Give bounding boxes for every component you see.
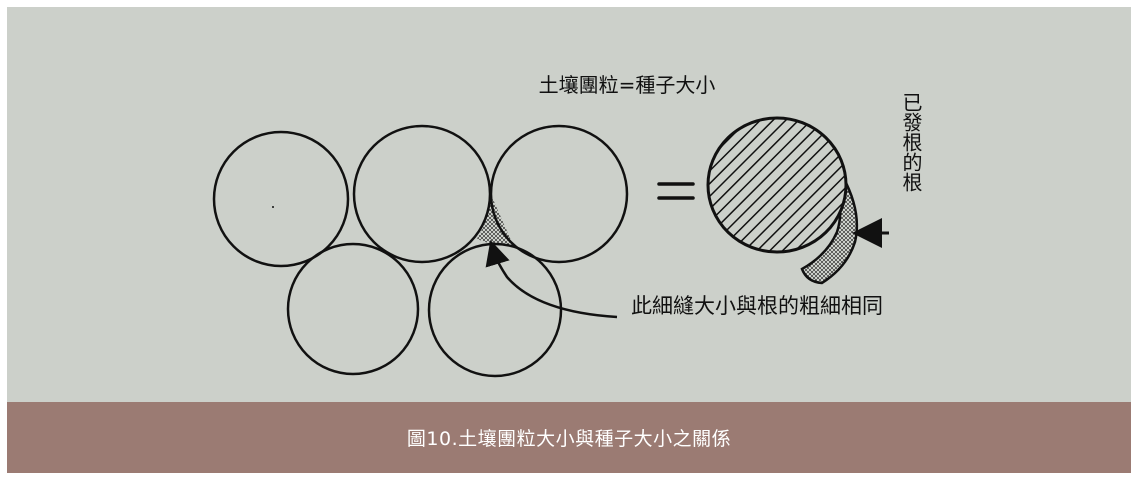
equals-sign: [657, 182, 695, 200]
aggregate-circle-top-right: [489, 124, 629, 264]
speck-mark: [272, 206, 274, 208]
aggregate-circle-top-middle: [352, 124, 492, 264]
soil-aggregates: [212, 124, 629, 378]
aggregate-circle-bottom-left: [286, 242, 420, 376]
caption-bar: 圖10.土壤團粒大小與種子大小之關係: [7, 402, 1131, 473]
aggregate-circle-bottom-right: [427, 242, 563, 378]
seed-hatched: [706, 116, 848, 254]
figure-caption: 圖10.土壤團粒大小與種子大小之關係: [406, 428, 732, 450]
gap-label: 此細縫大小與根的粗細相同: [631, 294, 883, 318]
figure-frame: 土壤團粒=種子大小 此細縫大小與根的粗細相同: [7, 7, 1131, 473]
figure-area: 土壤團粒=種子大小 此細縫大小與根的粗細相同: [7, 7, 1131, 402]
root-label: 已發根的根: [899, 92, 923, 192]
diagram-title: 土壤團粒=種子大小: [539, 73, 716, 97]
soil-aggregate-diagram: 土壤團粒=種子大小 此細縫大小與根的粗細相同: [212, 73, 923, 378]
aggregate-circle-top-left: [212, 130, 350, 268]
gap-arrow: [485, 240, 618, 319]
